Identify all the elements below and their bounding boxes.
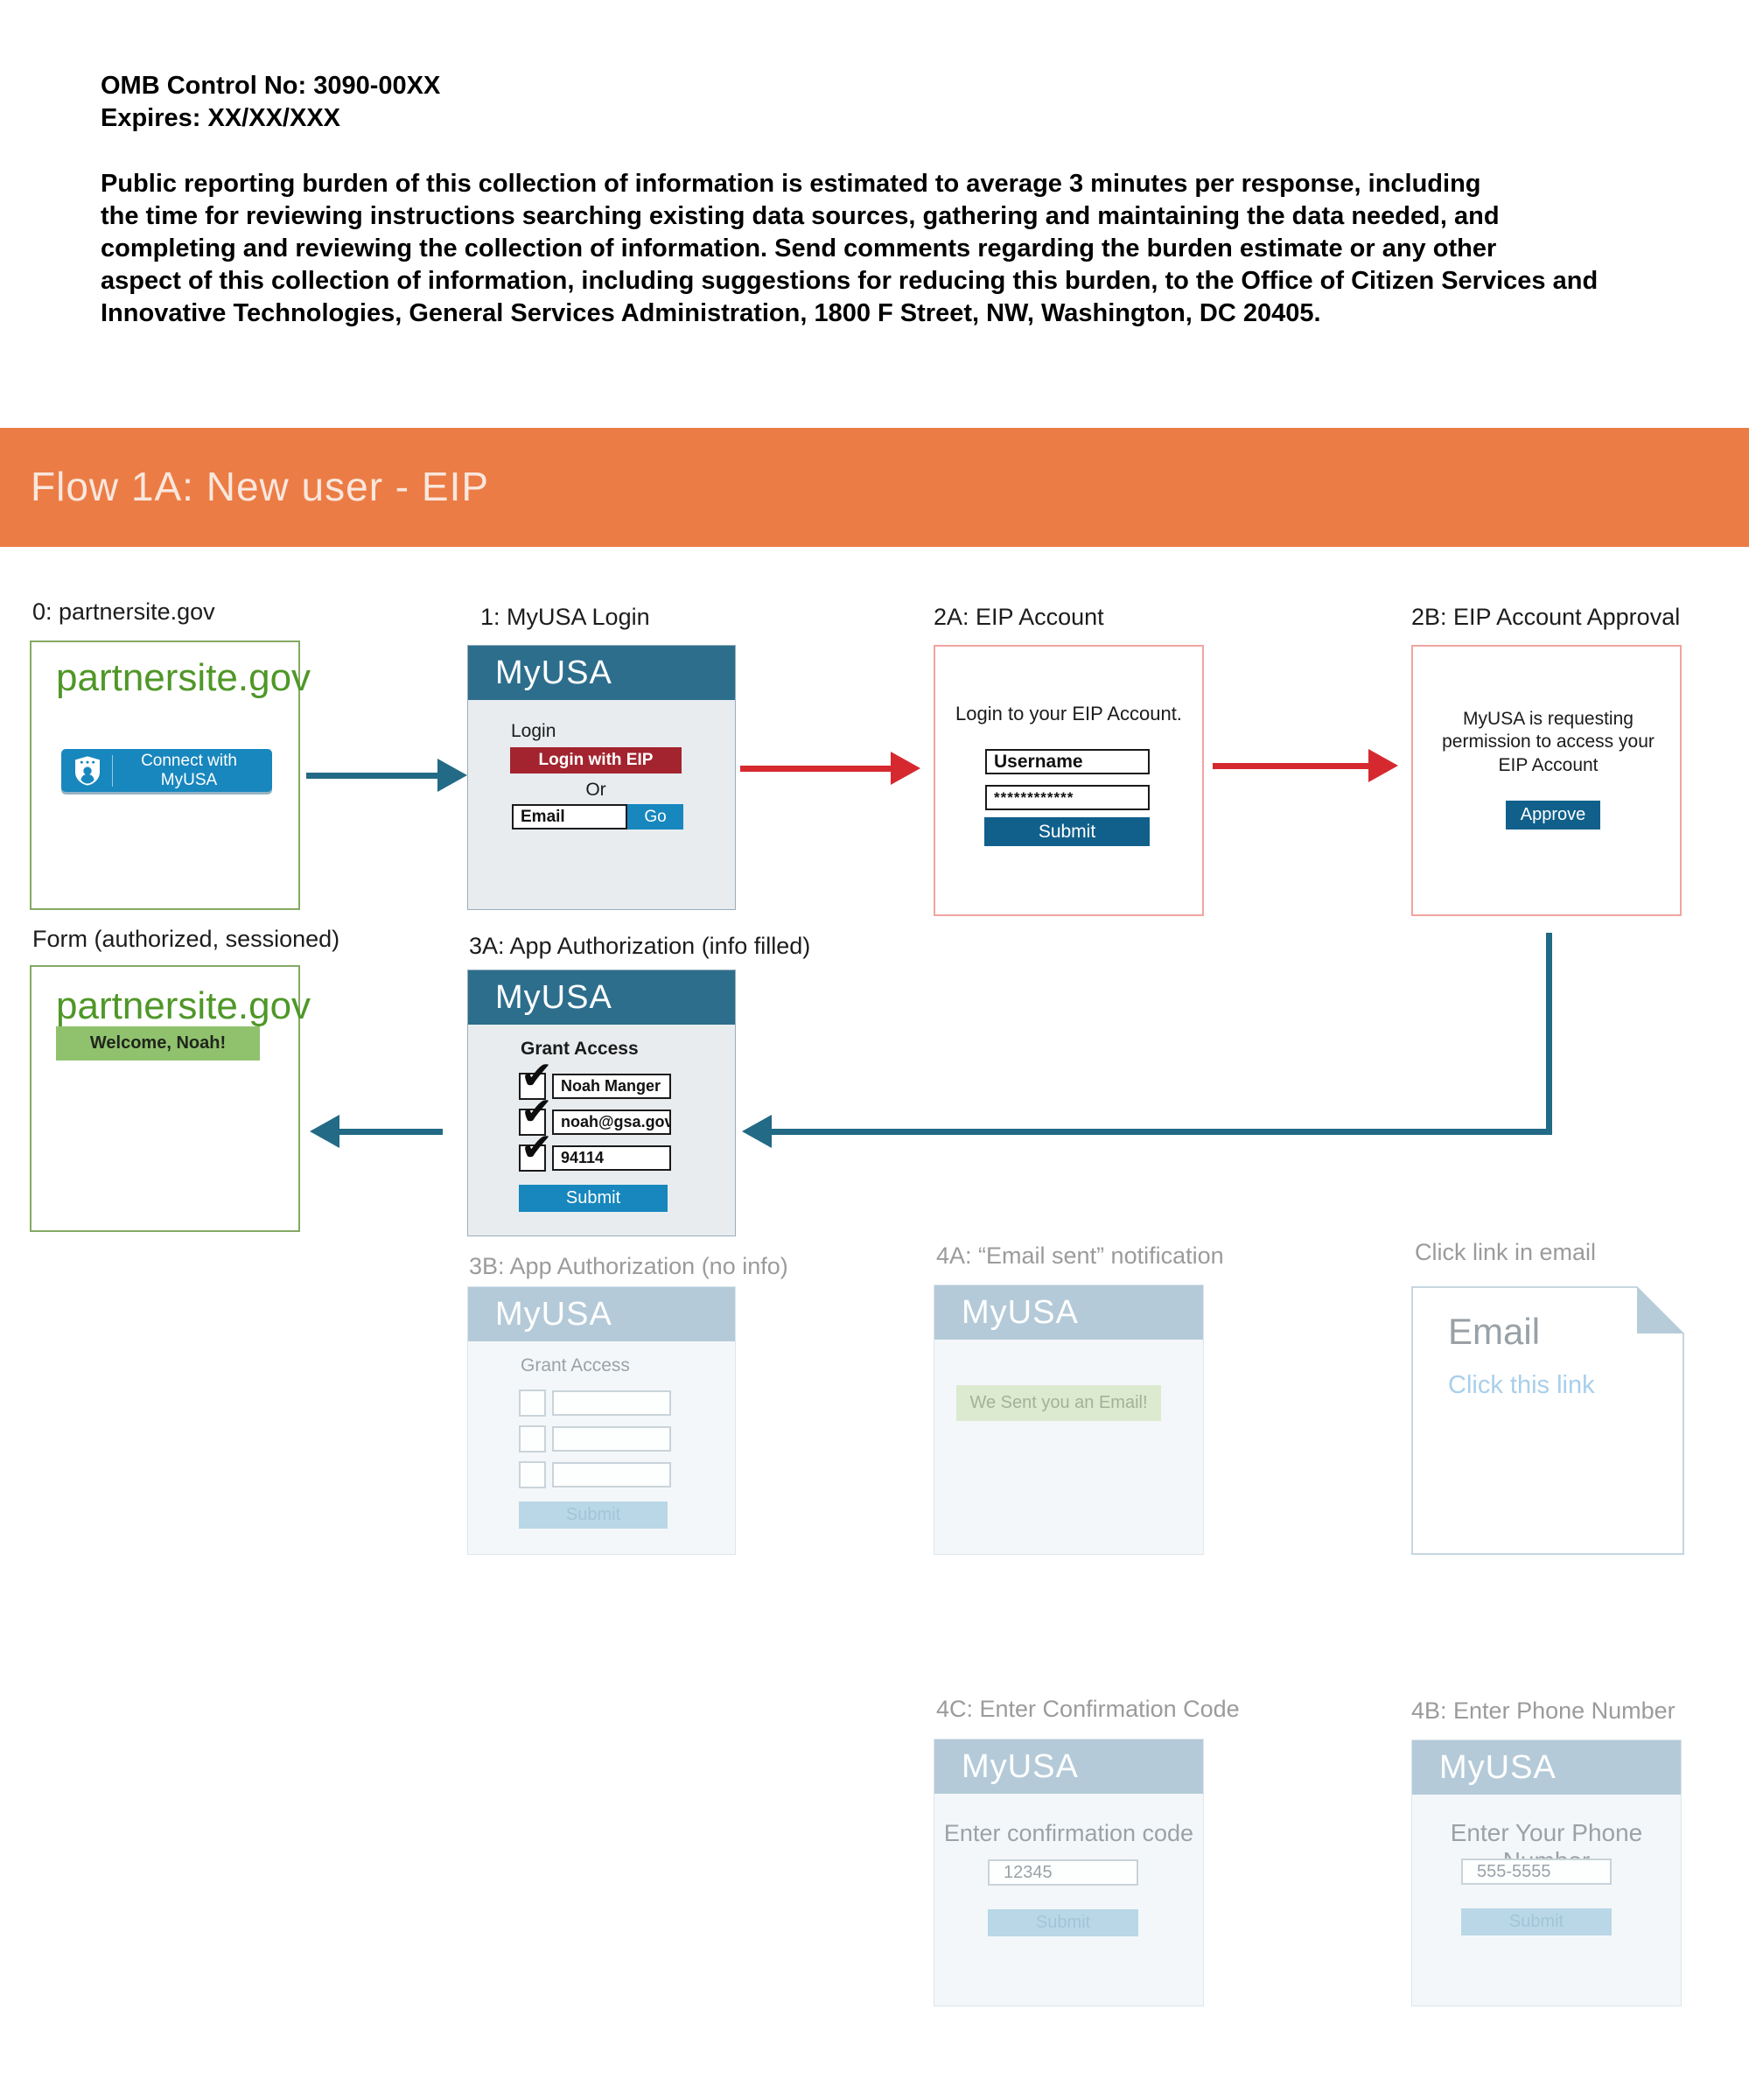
grant-access-label: Grant Access: [521, 1039, 639, 1059]
myusa-logo: MyUSA: [962, 1747, 1079, 1785]
omb-control-number: OMB Control No: 3090-00XX: [101, 72, 441, 100]
flow-title: Flow 1A: New user - EIP: [31, 464, 490, 509]
label-step-3b: 3B: App Authorization (no info): [469, 1253, 788, 1279]
myusa-logo: MyUSA: [1439, 1748, 1557, 1786]
partnersite-logo: partnersite.gov: [56, 656, 311, 699]
label-step-1: 1: MyUSA Login: [480, 604, 650, 630]
grant-access-label: Grant Access: [521, 1355, 630, 1376]
arrow-approval-to-grant: [742, 1115, 1552, 1148]
confirmation-code-field[interactable]: [988, 1859, 1138, 1886]
label-step-3a: 3A: App Authorization (info filled): [469, 933, 811, 959]
arrow-login-to-eip: [740, 752, 920, 785]
checkbox-zip[interactable]: [519, 1461, 546, 1488]
name-field[interactable]: [552, 1390, 671, 1416]
connect-with-myusa-button[interactable]: Connect with MyUSA: [61, 749, 272, 792]
arrow-partnersite-to-login: [306, 759, 467, 792]
myusa-header: MyUSA: [1412, 1740, 1681, 1795]
checkbox-email[interactable]: [519, 1425, 546, 1452]
login-with-eip-button[interactable]: Login with EIP: [510, 747, 682, 774]
check-icon: ✔: [521, 1126, 553, 1169]
partnersite-logo: partnersite.gov: [56, 984, 311, 1027]
checkbox-zip[interactable]: ✔: [519, 1129, 553, 1172]
omb-expires: Expires: XX/XX/XXX: [101, 104, 341, 132]
go-button[interactable]: Go: [627, 804, 683, 830]
or-separator: Or: [585, 780, 606, 800]
phone-number-field[interactable]: [1461, 1858, 1612, 1885]
myusa-header: MyUSA: [934, 1740, 1203, 1794]
flow-banner: Flow 1A: New user - EIP: [0, 428, 1749, 547]
username-field[interactable]: [985, 749, 1150, 774]
myusa-logo: MyUSA: [962, 1293, 1079, 1331]
label-form: Form (authorized, sessioned): [32, 926, 340, 952]
check-icon: ✔: [521, 1090, 553, 1133]
page-fold-icon: [1637, 1286, 1684, 1334]
email-sent-banner: We Sent you an Email!: [956, 1385, 1161, 1421]
label-step-4b: 4B: Enter Phone Number: [1411, 1698, 1676, 1724]
myusa-header: MyUSA: [468, 970, 735, 1025]
zip-field[interactable]: [552, 1462, 671, 1488]
name-field[interactable]: [552, 1074, 671, 1099]
welcome-banner: Welcome, Noah!: [56, 1026, 260, 1060]
myusa-logo: MyUSA: [495, 654, 612, 691]
myusa-header: MyUSA: [468, 646, 735, 700]
screen-phone-number: MyUSA Enter Your Phone Number Submit: [1411, 1740, 1682, 2006]
screen-confirmation-code: MyUSA Enter confirmation code Submit: [934, 1739, 1204, 2006]
label-step-2a: 2A: EIP Account: [934, 604, 1104, 630]
code-submit-button[interactable]: Submit: [988, 1909, 1138, 1936]
screen-eip-approval: MyUSA is requesting permission to access…: [1411, 645, 1682, 916]
connect-button-label: Connect with MyUSA: [141, 751, 237, 789]
phone-submit-button[interactable]: Submit: [1461, 1908, 1612, 1936]
checkbox-email[interactable]: ✔: [519, 1093, 553, 1136]
check-icon: ✔: [521, 1054, 553, 1097]
confirmation-prompt: Enter confirmation code: [943, 1820, 1194, 1846]
login-label: Login: [511, 721, 556, 741]
email-document: Email Click this link: [1411, 1286, 1684, 1555]
myusa-logo: MyUSA: [495, 1295, 612, 1333]
label-click-link-in-email: Click link in email: [1415, 1239, 1597, 1265]
myusa-shield-icon: [75, 755, 100, 786]
myusa-header: MyUSA: [468, 1287, 735, 1341]
screen-eip-account: Login to your EIP Account. Submit: [934, 645, 1204, 916]
screen-partnersite: partnersite.gov Connect with MyUSA: [30, 640, 311, 910]
screen-myusa-login: MyUSA Login Login with EIP Or Go: [467, 645, 736, 910]
email-field[interactable]: [552, 1110, 671, 1135]
email-field[interactable]: [552, 1426, 671, 1452]
screen-form-authorized: partnersite.gov Welcome, Noah!: [30, 965, 311, 1232]
zip-field[interactable]: [552, 1145, 671, 1171]
eip-submit-button[interactable]: Submit: [984, 817, 1150, 846]
myusa-header: MyUSA: [934, 1285, 1203, 1340]
grant-submit-button[interactable]: Submit: [519, 1185, 668, 1212]
label-step-4c: 4C: Enter Confirmation Code: [936, 1696, 1240, 1722]
arrow-eip-to-approval: [1213, 749, 1398, 782]
label-step-4a: 4A: “Email sent” notification: [936, 1242, 1224, 1269]
connector-approval-down: [1546, 933, 1552, 1135]
label-step-0: 0: partnersite.gov: [32, 598, 215, 625]
email-title: Email: [1448, 1311, 1541, 1352]
button-divider: [112, 754, 113, 787]
email-field[interactable]: [512, 804, 627, 830]
screen-app-auth-filled: MyUSA Grant Access ✔ ✔ ✔ Submit: [467, 970, 736, 1236]
label-step-2b: 2B: EIP Account Approval: [1411, 604, 1681, 630]
grant-submit-button[interactable]: Submit: [519, 1502, 668, 1529]
screen-app-auth-empty: MyUSA Grant Access Submit: [467, 1286, 736, 1555]
screen-email-sent: MyUSA We Sent you an Email!: [934, 1284, 1204, 1555]
checkbox-name[interactable]: ✔: [519, 1057, 553, 1100]
checkbox-name[interactable]: [519, 1390, 546, 1417]
eip-login-prompt: Login to your EIP Account.: [955, 703, 1182, 724]
burden-statement: Public reporting burden of this collecti…: [101, 170, 1599, 327]
confirmation-link[interactable]: Click this link: [1448, 1371, 1595, 1399]
approve-button[interactable]: Approve: [1506, 801, 1600, 830]
arrow-grant-to-form: [310, 1115, 443, 1148]
myusa-logo: MyUSA: [495, 978, 612, 1016]
password-field[interactable]: [985, 785, 1150, 810]
approval-prompt: MyUSA is requesting permission to access…: [1442, 709, 1655, 775]
